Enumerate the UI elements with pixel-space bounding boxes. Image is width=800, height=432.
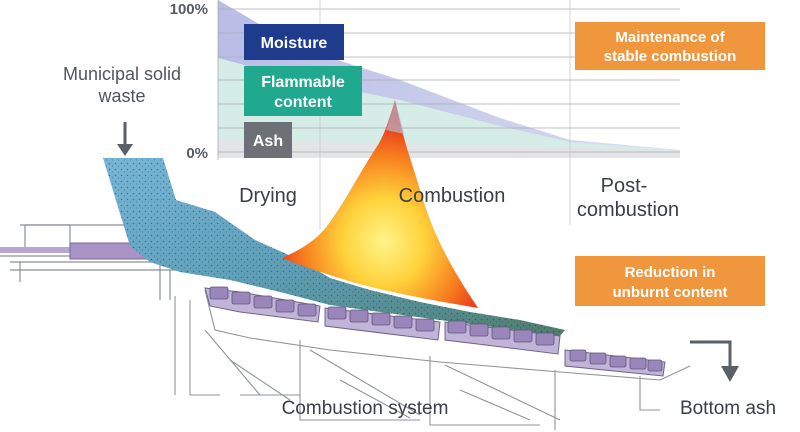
callout-stable-line1: Maintenance of [615,29,725,46]
stage-post-line2: combustion [577,199,679,221]
ash-area [218,140,680,158]
callout-unburnt-line2: unburnt content [613,284,728,301]
legend-flammable: Flammable content [244,66,362,116]
stage-combustion: Combustion [399,185,506,207]
stage-drying: Drying [239,185,297,207]
callout-unburnt-reduction: Reduction in unburnt content [575,256,765,306]
legend-moisture: Moisture [244,24,344,60]
flammable-area [218,58,680,158]
legend-flammable-line1: Flammable [261,74,345,91]
grate-segment-4 [564,349,666,377]
down-arrow-icon [117,122,133,156]
pusher-rod [0,247,72,253]
scale-bottom-label: 0% [186,145,208,162]
callout-stable-combustion: Maintenance of stable combustion [575,22,765,70]
callout-stable-line2: stable combustion [604,48,737,65]
bottom-ash-label: Bottom ash [680,398,776,419]
combustion-system-label: Combustion system [282,398,449,419]
stage-post-line1: Post- [601,175,648,197]
scale-top-label: 100% [170,1,208,18]
legend-moisture-label: Moisture [261,35,328,52]
flame-tip [386,100,404,134]
waste-texture [103,158,565,336]
legend-ash: Ash [244,122,292,158]
flame [282,100,478,308]
grate-segment-1 [204,286,321,323]
callout-unburnt-line1: Reduction in [625,264,716,281]
legend-flammable-line2: content [274,94,332,111]
legend-ash-label: Ash [253,133,283,150]
bend-arrow-icon [690,340,739,382]
combustion-system [174,289,691,430]
input-label-line2: waste [97,86,145,106]
grate-segment-2 [324,306,441,341]
input-label-line1: Municipal solid [63,64,181,84]
grate-segment-3 [444,320,561,355]
